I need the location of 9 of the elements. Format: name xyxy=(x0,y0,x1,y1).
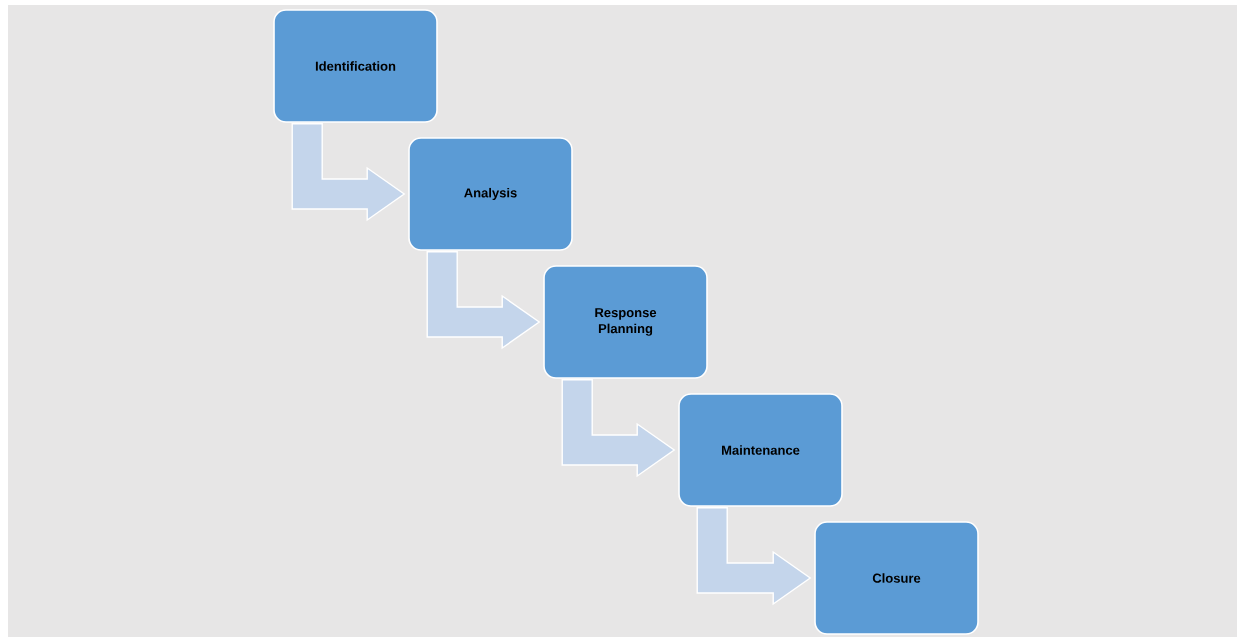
bent-arrow xyxy=(696,507,812,606)
step-box: Identification xyxy=(273,9,438,123)
step-box: Response Planning xyxy=(543,265,708,379)
bent-arrow xyxy=(561,379,676,478)
bent-arrow xyxy=(426,251,541,350)
step-box: Maintenance xyxy=(678,393,843,507)
step-box: Analysis xyxy=(408,137,573,251)
bent-arrow xyxy=(291,123,406,222)
step-box: Closure xyxy=(814,521,979,635)
